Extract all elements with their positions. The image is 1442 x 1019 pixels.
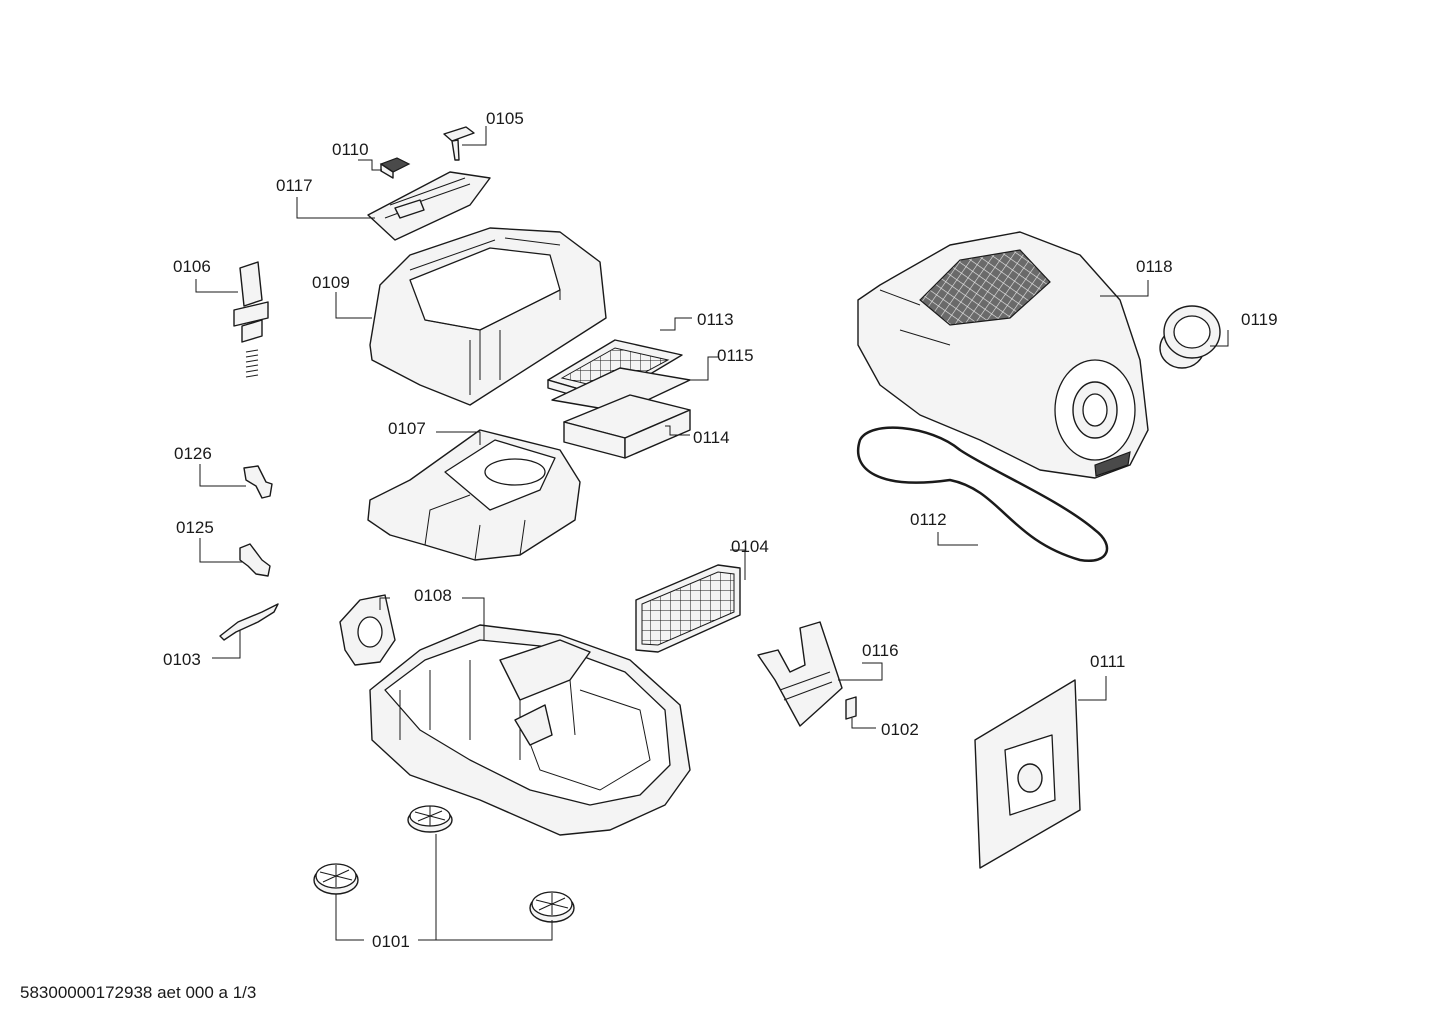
leader-0112	[937, 532, 978, 546]
callout-0104: 0104	[731, 537, 769, 556]
leader-0106	[195, 279, 238, 293]
part-0108-bag-holder	[339, 594, 396, 666]
part-0117-top-cover	[367, 171, 491, 241]
callout-0116: 0116	[862, 641, 899, 660]
part-0101-foot-2	[313, 863, 359, 895]
part-0116-bracket	[757, 621, 843, 727]
leader-0111	[1078, 676, 1107, 701]
callout-0119: 0119	[1241, 310, 1278, 329]
part-0109-upper-housing	[369, 227, 607, 406]
callout-0113: 0113	[697, 310, 734, 329]
part-0101-foot-1	[407, 805, 453, 833]
callout-0117: 0117	[276, 176, 313, 195]
part-base-housing	[369, 624, 691, 836]
callout-0101: 0101	[372, 932, 410, 951]
leader-0107	[436, 431, 481, 445]
leader-0117	[296, 197, 375, 219]
callout-0102: 0102	[881, 720, 919, 739]
callout-0108: 0108	[414, 586, 452, 605]
part-0114-foam-filter	[563, 394, 691, 459]
callout-0106: 0106	[173, 257, 211, 276]
part-0111-dust-bag	[974, 679, 1081, 869]
part-0102-label	[845, 696, 857, 720]
callout-0111: 0111	[1090, 652, 1125, 671]
leader-0115	[688, 356, 718, 381]
part-0119-connector	[1159, 305, 1221, 369]
leader-0102	[851, 718, 876, 729]
leader-0113	[660, 317, 692, 331]
leader-lines	[195, 126, 1229, 941]
part-0104-filter	[635, 564, 741, 653]
part-0126-clip	[243, 465, 273, 499]
part-0110-button	[379, 157, 411, 179]
callout-0114: 0114	[693, 428, 730, 447]
leader-0110	[358, 159, 382, 171]
leader-0116	[838, 662, 883, 681]
callout-0126: 0126	[174, 444, 212, 463]
part-0118-lid	[857, 231, 1149, 479]
leader-0104	[730, 549, 746, 580]
callout-0107: 0107	[388, 419, 426, 438]
leader-0125	[199, 538, 242, 563]
leader-0108	[379, 597, 485, 640]
leader-0119	[1210, 330, 1229, 347]
part-0101-foot-3	[529, 891, 575, 923]
callout-labels: 0105 0110 0117 0106 0109 0113 0115 0114 …	[163, 109, 1278, 951]
callout-0105: 0105	[486, 109, 524, 128]
callout-0112: 0112	[910, 510, 947, 529]
part-0103-hook	[219, 603, 279, 641]
part-0112-seal	[857, 426, 1109, 563]
leader-0103	[212, 630, 241, 659]
document-id: 58300000172938 aet 000 a 1/3	[20, 983, 257, 1002]
callout-0103: 0103	[163, 650, 201, 669]
part-0106-spindle	[233, 261, 269, 378]
callout-0110: 0110	[332, 140, 369, 159]
callout-0109: 0109	[312, 273, 350, 292]
leader-0101	[335, 834, 553, 941]
leader-0118	[1100, 280, 1149, 297]
callout-0115: 0115	[717, 346, 754, 365]
part-0125-clip	[239, 543, 271, 577]
leader-0109	[335, 292, 372, 319]
leader-0105	[462, 126, 487, 146]
leader-0126	[199, 464, 246, 487]
part-0107-inner-frame	[367, 429, 581, 561]
leader-0114	[665, 425, 690, 436]
part-0105-clip	[443, 126, 475, 161]
callout-0125: 0125	[176, 518, 214, 537]
callout-0118: 0118	[1136, 257, 1173, 276]
